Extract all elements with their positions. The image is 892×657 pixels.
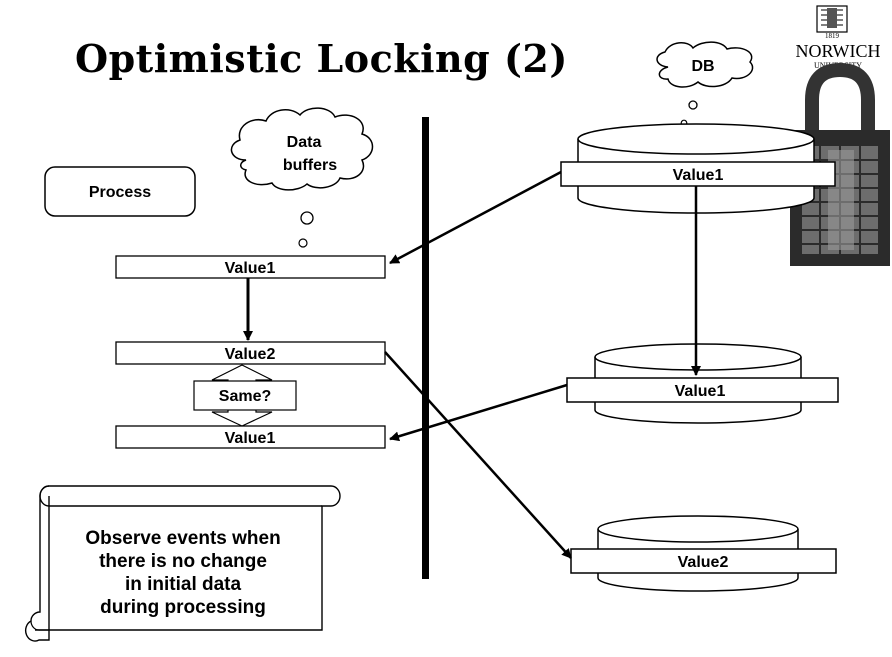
db-cylinder-bottom: Value2 <box>570 515 837 592</box>
note-line-3: in initial data <box>124 574 242 595</box>
compare-label: Same? <box>219 388 271 405</box>
logo-year: 1819 <box>825 32 840 40</box>
read-arrow-top <box>389 170 562 265</box>
note-line-4: during processing <box>100 597 266 618</box>
compare-double-arrow: Same? <box>193 364 297 427</box>
left-value-box-top: Value1 <box>115 255 386 279</box>
scroll-note <box>24 485 341 642</box>
process-label: Process <box>89 184 151 201</box>
db-cylinder-top: Value1 <box>560 123 836 214</box>
data-buffers-label-line2: buffers <box>283 157 337 174</box>
page-title: Optimistic Locking (2) <box>75 36 568 81</box>
data-buffers-label-line1: Data <box>287 134 322 151</box>
left-value-bottom-label: Value1 <box>225 430 276 447</box>
note-line-1: Observe events when <box>85 528 281 549</box>
db-record-first-label: Value1 <box>673 167 724 184</box>
db-cloud: DB <box>656 41 754 139</box>
scroll-note-text: Observe events when there is no change i… <box>42 527 324 619</box>
university-logo: 1819 NORWICH UNIVERSITY <box>796 5 881 70</box>
note-line-2: there is no change <box>99 551 267 572</box>
db-cloud-label: DB <box>691 58 714 75</box>
reread-arrow <box>389 383 568 442</box>
db-record-third-label: Value2 <box>678 554 729 571</box>
university-crest-icon: 1819 <box>816 5 848 40</box>
write-arrow <box>384 351 572 559</box>
process-box: Process <box>44 166 196 217</box>
separator-line <box>422 117 429 579</box>
left-value-top-label: Value1 <box>225 260 276 277</box>
left-value-middle-label: Value2 <box>225 346 276 363</box>
left-value-box-bottom: Value1 <box>115 425 386 449</box>
left-value-box-middle: Value2 <box>115 341 386 365</box>
db-record-second-label: Value1 <box>675 383 726 400</box>
db-cylinder-middle: Value1 <box>566 343 839 424</box>
data-buffers-cloud: Data buffers <box>230 107 374 270</box>
logo-name: NORWICH <box>796 41 881 61</box>
